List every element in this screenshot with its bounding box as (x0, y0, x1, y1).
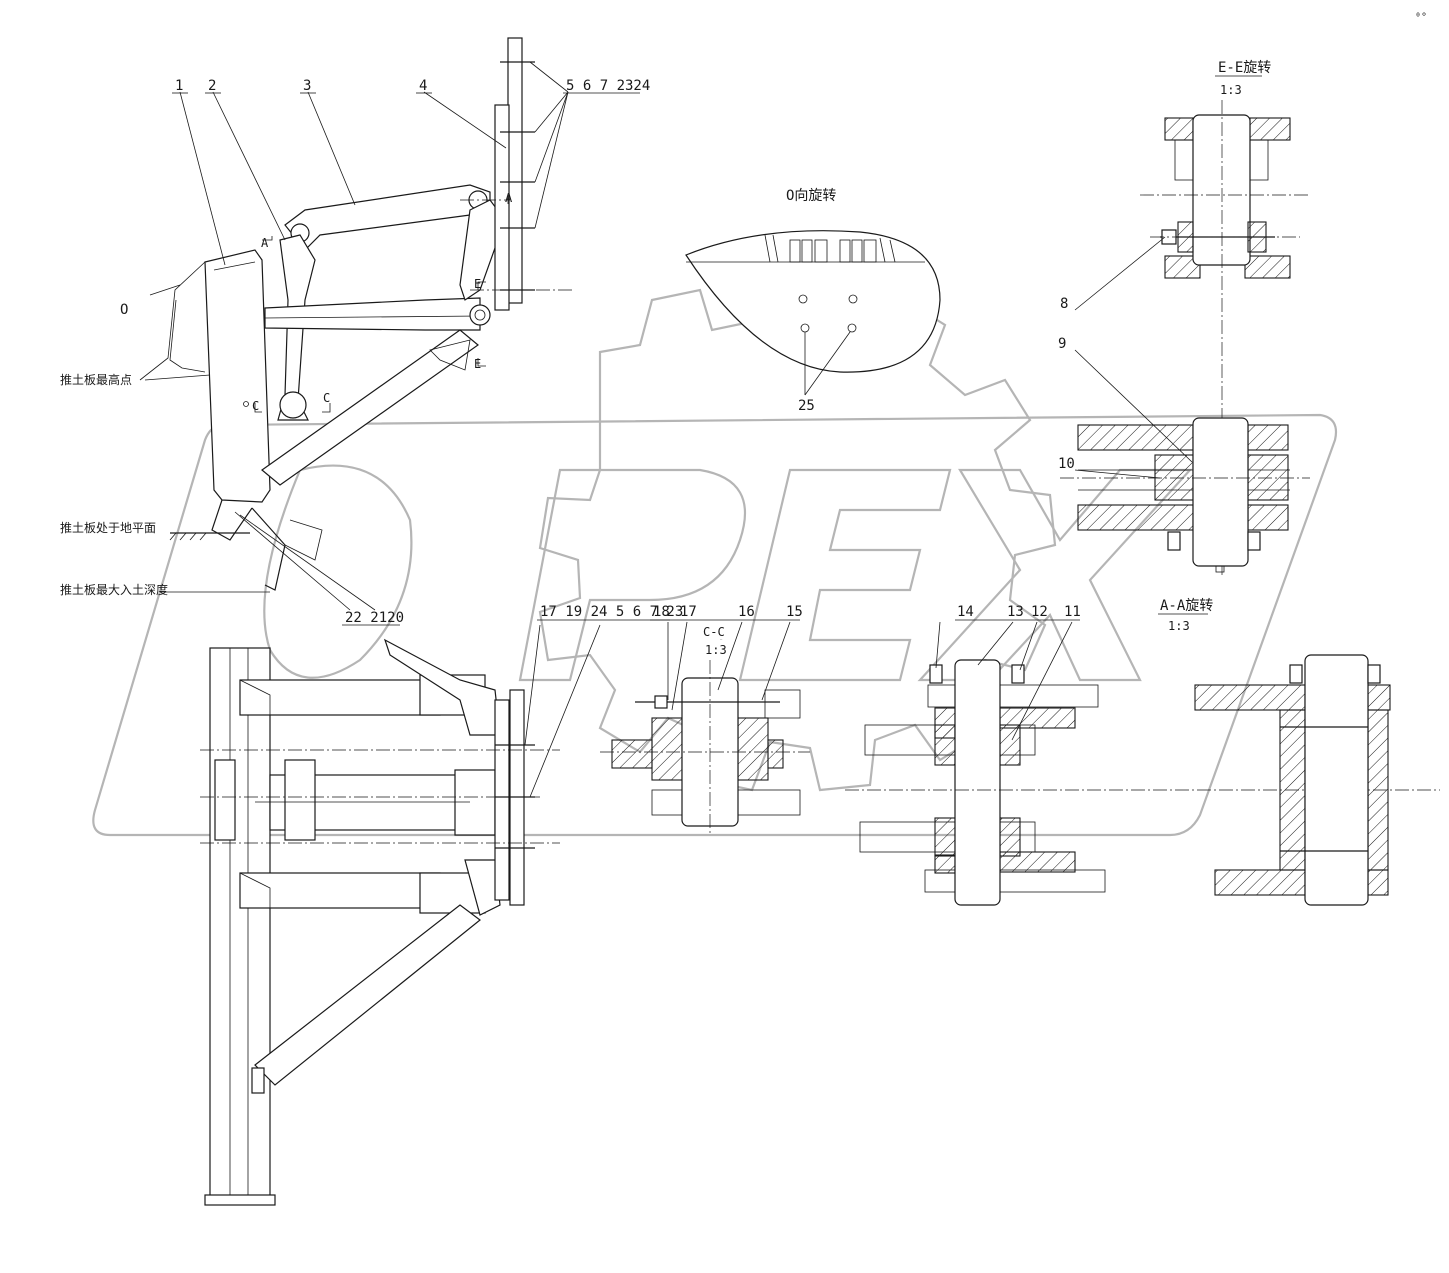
label-e-scale: 1:3 (1220, 83, 1242, 97)
label-mark-a2: A (505, 191, 513, 205)
label-mark-c-right: C (323, 391, 330, 405)
label-item-3: 3 (303, 78, 311, 94)
blade (204, 249, 271, 503)
label-mark-e-top: E (474, 277, 481, 291)
watermark-letters (92, 413, 1338, 837)
label-c-view: C-C (703, 625, 725, 639)
side-view-labels: 1 2 3 4 5 6 7 2324 O A A C C E E 22 2120… (60, 78, 650, 626)
label-items-22-21-20: 22 2120 (345, 610, 404, 626)
section-e-e: E-E旋转 1:3 8 (1060, 60, 1310, 575)
plan-view: 17 19 24 5 6 7 23 (200, 604, 683, 1206)
label-mark-a: A (261, 236, 269, 250)
side-view-leaders (149, 61, 569, 611)
o-view: O向旋转 25 (685, 188, 941, 414)
annotation-blade-highest: 推土板最高点 (60, 372, 132, 387)
label-e-view: E-E旋转 (1218, 60, 1271, 76)
section-upper-pin: 9 10 A-A旋转 1:3 (1058, 336, 1310, 633)
middle-pin (954, 659, 1001, 906)
label-item-12: 12 (1031, 604, 1048, 620)
side-view (139, 37, 575, 611)
diagonal-brace (261, 329, 479, 486)
annotation-blade-depth: 推土板最大入土深度 (60, 582, 168, 597)
top-link (284, 184, 491, 251)
a-a-pin (1304, 654, 1369, 906)
label-item-17: 17 (680, 604, 697, 620)
watermark-text: OPEX (720, 639, 723, 641)
label-a-scale: 1:3 (1168, 619, 1190, 633)
label-item-10: 10 (1058, 456, 1075, 472)
lower-strut (254, 904, 481, 1086)
label-items-5-6-7-23-24: 5 6 7 2324 (566, 78, 650, 94)
label-items-17-19-24-5-6-7-23: 17 19 24 5 6 7 23 (540, 604, 683, 620)
label-item-14: 14 (957, 604, 974, 620)
label-mark-o: O (120, 302, 128, 318)
frame-upright (209, 647, 271, 1204)
label-a-view: A-A旋转 (1160, 598, 1213, 614)
label-mark-c-left: C (252, 399, 259, 413)
label-c-scale: 1:3 (705, 643, 727, 657)
label-item-1: 1 (175, 78, 183, 94)
o-view-plate (685, 230, 941, 373)
annotation-blade-ground: 推土板处于地平面 (60, 521, 156, 535)
mount-plate (507, 37, 523, 304)
label-o-view: O向旋转 (786, 188, 836, 204)
label-item-9: 9 (1058, 336, 1066, 352)
section-a-a (1194, 654, 1391, 906)
corner-mark: ⁰° (1415, 12, 1427, 23)
label-item-2: 2 (208, 78, 216, 94)
push-beam (264, 297, 481, 331)
label-item-25: 25 (798, 398, 815, 414)
label-item-16: 16 (738, 604, 755, 620)
label-item-15: 15 (786, 604, 803, 620)
label-item-11: 11 (1064, 604, 1081, 620)
label-item-18: 18 (653, 604, 670, 620)
label-item-8: 8 (1060, 296, 1068, 312)
section-c-c: C-C 1:3 18 17 16 15 (600, 604, 810, 835)
label-mark-e-bottom: E (474, 357, 481, 371)
label-item-4: 4 (419, 78, 427, 94)
label-item-13: 13 (1007, 604, 1024, 620)
